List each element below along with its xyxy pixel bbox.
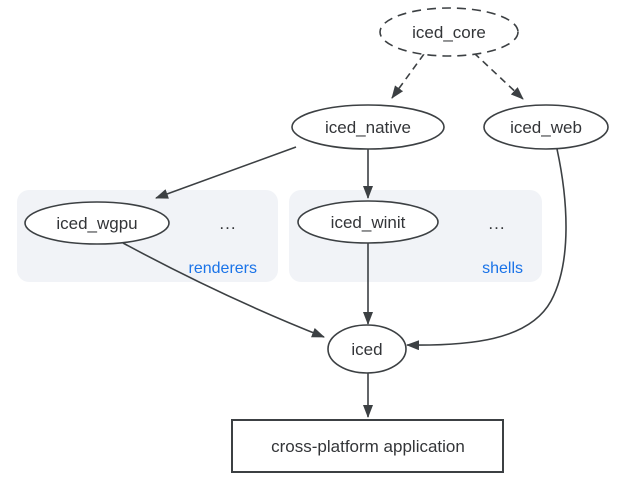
renderers-ellipsis: ...	[219, 214, 236, 233]
edge-iced-wgpu-to-iced	[122, 242, 325, 338]
iced-winit-ellipse	[297, 200, 439, 244]
node-iced-core: iced_core	[379, 7, 519, 57]
node-cross-platform-application: cross-platform application	[231, 419, 504, 473]
node-iced-native: iced_native	[291, 104, 445, 150]
node-iced: iced	[327, 324, 407, 374]
iced-wgpu-label: iced_wgpu	[56, 214, 137, 233]
edge-iced-native-to-iced-wgpu	[155, 146, 297, 199]
edge-iced-core-to-iced-native	[391, 53, 425, 99]
node-iced-winit: iced_winit	[297, 200, 439, 244]
iced-core-label: iced_core	[412, 23, 486, 42]
iced-label: iced	[351, 340, 382, 359]
node-iced-web: iced_web	[483, 104, 609, 150]
node-iced-wgpu: iced_wgpu	[24, 201, 170, 245]
edges	[122, 52, 567, 418]
iced-native-label: iced_native	[325, 118, 411, 137]
edge-iced-web-to-iced	[406, 148, 567, 351]
shells-ellipsis: ...	[488, 214, 505, 233]
iced-web-label: iced_web	[510, 118, 582, 137]
iced-wgpu-ellipse	[24, 201, 170, 245]
shells-group-label: shells	[482, 260, 523, 277]
renderers-group-label: renderers	[189, 260, 257, 277]
iced-web-ellipse	[483, 104, 609, 150]
application-rect	[231, 419, 504, 473]
iced-core-ellipse	[379, 7, 519, 57]
iced-winit-label: iced_winit	[331, 213, 406, 232]
iced-ellipse	[327, 324, 407, 374]
iced-native-ellipse	[291, 104, 445, 150]
edge-iced-core-to-iced-web	[473, 52, 524, 100]
application-label: cross-platform application	[271, 437, 465, 456]
